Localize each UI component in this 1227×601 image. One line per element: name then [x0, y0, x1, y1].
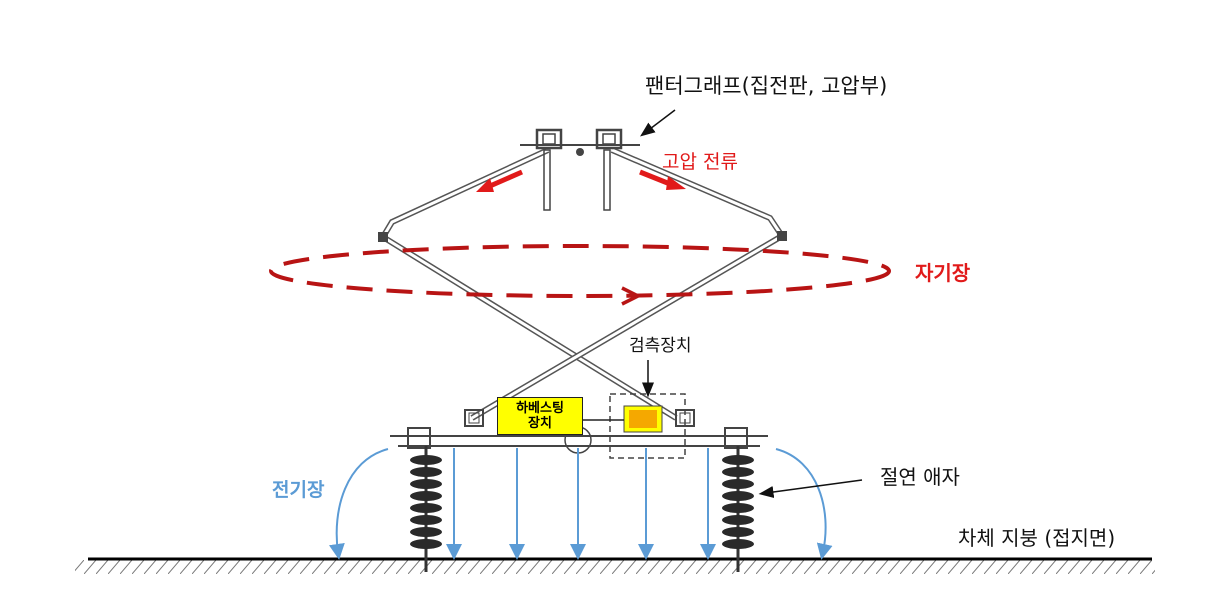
- base-frame: [390, 409, 768, 454]
- pantograph-label: 팬터그래프(집전판, 고압부): [645, 74, 888, 98]
- pointer-arrows: [640, 109, 863, 498]
- harvesting-label-line1: 하베스팅: [516, 401, 564, 416]
- harvesting-device-box: 하베스팅 장치: [497, 397, 583, 435]
- insulator-label: 절연 애자: [880, 465, 960, 489]
- sensor-label: 검측장치: [629, 336, 692, 356]
- roof-label: 차체 지붕 (접지면): [958, 526, 1116, 550]
- sensor-device: [583, 393, 686, 459]
- hv-current-label: 고압 전류: [662, 151, 738, 173]
- insulator-right: [722, 446, 754, 572]
- roof-ground: [75, 557, 1155, 574]
- hv-current-arrows: [476, 169, 686, 192]
- magnetic-field-loop: [269, 244, 891, 306]
- magnetic-field-label: 자기장: [915, 261, 971, 285]
- insulator-left: [410, 446, 442, 572]
- harvesting-label-line2: 장치: [528, 416, 552, 431]
- pantograph-frame: [378, 147, 787, 421]
- electric-field-lines: [328, 448, 833, 560]
- collector-head: [520, 128, 640, 211]
- electric-field-label: 전기장: [272, 479, 325, 501]
